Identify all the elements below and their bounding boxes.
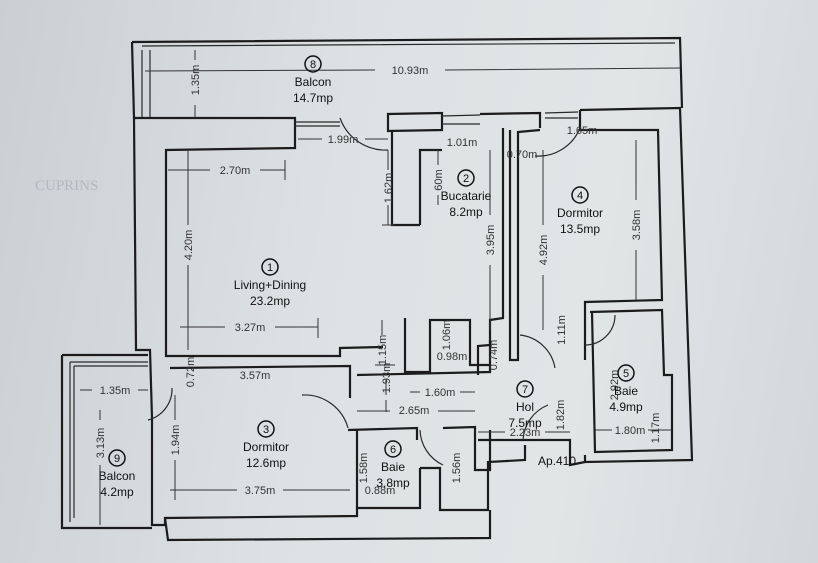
room-area: 3.8mp — [376, 476, 410, 490]
room-number: 6 — [390, 444, 396, 456]
dim-label: 2.70m — [220, 165, 251, 177]
room-number: 3 — [263, 424, 269, 436]
room-area: 13.5mp — [560, 222, 600, 236]
dimension-lines — [80, 50, 681, 525]
room-area: 12.6mp — [246, 456, 286, 470]
dim-label: 3.58m — [631, 210, 643, 241]
room-number: 8 — [310, 59, 316, 71]
dim-label: 0.74m — [488, 340, 500, 371]
room-number-circle — [617, 364, 635, 382]
room-name: Dormitor — [557, 206, 603, 220]
background-heading: CUPRINS — [35, 178, 98, 194]
dim-label: 3.13m — [95, 428, 107, 459]
dim-label: 10.93m — [392, 65, 429, 77]
walls — [60, 36, 694, 542]
room-name: Baie — [381, 460, 405, 474]
dim-label: 1.06m — [441, 320, 453, 351]
room-name: Living+Dining — [234, 278, 306, 292]
dim-label: 1.35m — [100, 385, 131, 397]
room-number-circle — [457, 169, 475, 187]
room-area: 4.9mp — [609, 400, 643, 414]
room-number-circle — [516, 380, 534, 398]
room-labels: 1Living+Dining23.2mp2Bucatarie8.2mp3Dorm… — [99, 55, 643, 499]
dim-label: 2.92m — [609, 370, 621, 401]
room-name: Balcon — [295, 75, 332, 89]
room-number: 7 — [522, 384, 528, 396]
dim-label: 1.01m — [447, 137, 478, 149]
dim-label: 0.72m — [185, 357, 197, 388]
apartment-label: Ap.410 — [538, 454, 576, 468]
room-name: Hol — [516, 400, 534, 414]
dim-label: 1.94m — [170, 425, 182, 456]
room-name: Bucatarie — [441, 189, 492, 203]
room-number-circle — [384, 440, 402, 458]
dim-label: 1.82m — [555, 400, 567, 431]
dim-label: 1.80m — [615, 425, 646, 437]
room-name: Dormitor — [243, 440, 289, 454]
room-number-circle — [571, 186, 589, 204]
dimension-labels: 10.93m 1.35m 1.99m 2.70m 1.62m 60m 1.01m… — [95, 65, 662, 497]
dim-label: 4.20m — [183, 230, 195, 261]
room-number: 4 — [577, 190, 583, 202]
dim-label: 1.62m — [383, 173, 395, 204]
room-area: 8.2mp — [449, 205, 483, 219]
room-number: 9 — [114, 453, 120, 465]
room-area: 14.7mp — [293, 91, 333, 105]
room-area: 23.2mp — [250, 294, 290, 308]
room-area: 7.5mp — [508, 416, 542, 430]
room-number-circle — [304, 55, 322, 73]
room-number-circle — [257, 420, 275, 438]
room-number: 2 — [463, 173, 469, 185]
room-number-circle — [108, 449, 126, 467]
room-number: 1 — [267, 262, 273, 274]
dim-label: 1.56m — [451, 453, 463, 484]
room-name: Balcon — [99, 469, 136, 483]
dim-label: 1.65m — [567, 125, 598, 137]
room-area: 4.2mp — [100, 485, 134, 499]
room-name: Baie — [614, 384, 638, 398]
dim-label: 4.92m — [538, 235, 550, 266]
dim-label: 1.15m — [377, 335, 389, 366]
dim-label: 1.11m — [556, 315, 568, 345]
dim-label: 3.75m — [245, 485, 276, 497]
room-number-circle — [261, 258, 279, 276]
dim-label: 3.27m — [235, 322, 266, 334]
dim-label: 1.17m — [650, 413, 662, 444]
dim-label: 1.35m — [190, 65, 202, 96]
dim-label: 2.23m — [510, 427, 541, 439]
door-swings — [147, 117, 616, 466]
dim-label: 3.57m — [240, 370, 271, 382]
dim-label: 1.60m — [425, 387, 456, 399]
dim-label: 0.70m — [507, 149, 538, 161]
dim-label: 2.65m — [399, 405, 430, 417]
dim-label: 3.95m — [485, 225, 497, 256]
dim-label: 1.93m — [381, 363, 393, 394]
dim-label: 60m — [433, 169, 445, 190]
dim-label: 0.98m — [437, 351, 468, 363]
dim-label: 1.99m — [328, 134, 359, 146]
room-number: 5 — [623, 368, 629, 380]
dim-label: 0.88m — [365, 485, 396, 497]
dim-label: 1.58m — [358, 453, 370, 484]
